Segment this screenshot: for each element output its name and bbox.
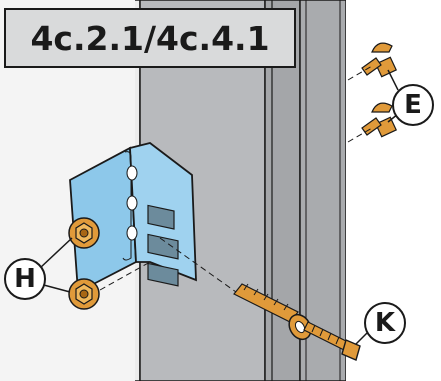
carriage-bolt <box>361 42 398 78</box>
upright-post-right <box>299 0 347 381</box>
callout-pointer <box>387 69 399 91</box>
title-box: 4c.2.1/4c.4.1 <box>4 8 296 68</box>
callout-h: H <box>4 258 46 300</box>
leader-line <box>159 237 237 293</box>
angle-bracket <box>69 142 197 294</box>
flange-nut <box>68 217 100 249</box>
flange-nut <box>68 278 100 310</box>
upright-post-side <box>264 0 301 381</box>
callout-pointer <box>39 237 73 269</box>
callout-k: K <box>364 302 406 344</box>
lag-screw-with-washer <box>288 313 361 361</box>
leader-line <box>347 127 373 143</box>
callout-e: E <box>392 84 434 126</box>
page-title: 4c.2.1/4c.4.1 <box>30 18 270 58</box>
wall-anchor-plug <box>233 283 299 323</box>
leader-line <box>347 65 373 81</box>
